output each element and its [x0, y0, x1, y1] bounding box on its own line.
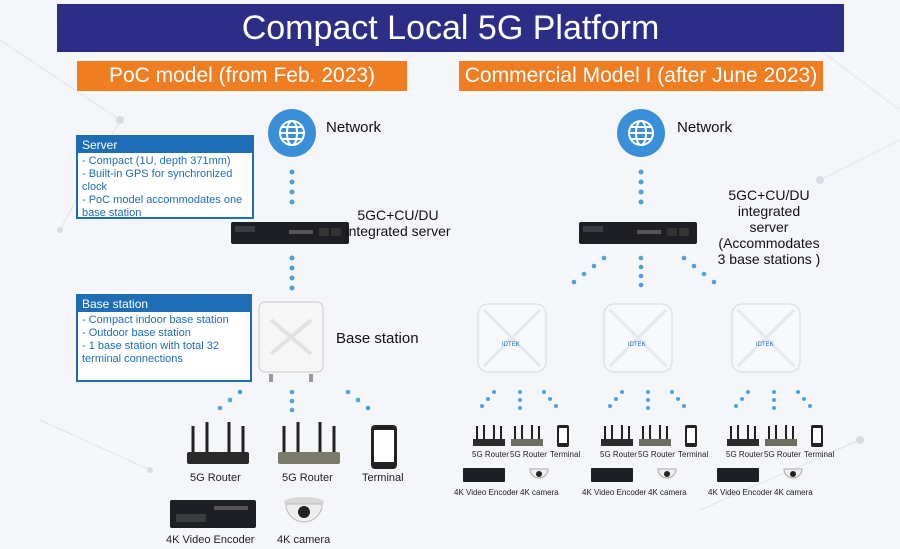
commercial-camera-label: 4K camera — [520, 488, 559, 497]
poc-server-icon — [231, 222, 349, 244]
commercial-video-encoder-icon — [591, 468, 633, 482]
commercial-router1-label: 5G Router — [726, 450, 763, 459]
commercial-5g-router-icon — [511, 425, 543, 446]
commercial-encoder-label: 4K Video Encoder — [582, 488, 647, 497]
bs-callout-line: - Outdoor base station — [82, 327, 191, 339]
commercial-server-label-line: integrated — [737, 203, 801, 219]
server-callout-line: - Built-in GPS for synchronized clock — [82, 168, 233, 193]
commercial-site-3: IDTEK — [728, 300, 804, 381]
commercial-5g-router-icon — [473, 425, 505, 446]
ap-brand-label: IDTEK — [756, 342, 774, 348]
commercial-camera-label: 4K camera — [648, 488, 687, 497]
poc-server-label: 5GC+CU/DU integrated server — [345, 207, 451, 239]
poc-link-server-bs — [289, 255, 295, 291]
commercial-router2-label: 5G Router — [764, 450, 801, 459]
commercial-network-label: Network — [677, 119, 733, 136]
commercial-ap-icon — [731, 303, 801, 373]
poc-camera-label: 4K camera — [277, 534, 331, 546]
bs-callout-header: Base station — [78, 296, 250, 312]
commercial-encoder-label: 4K Video Encoder — [454, 488, 519, 497]
commercial-5g-router-icon — [765, 425, 797, 446]
commercial-terminal-label: Terminal — [804, 450, 835, 459]
commercial-server-icon — [579, 222, 697, 244]
poc-base-station-icon — [258, 301, 324, 382]
commercial-5g-router-icon — [727, 425, 759, 446]
commercial-devices-2: 5G Router 5G Router Terminal 4K Video En… — [580, 386, 710, 546]
commercial-server-label-line: 3 base stations ) — [717, 251, 821, 267]
commercial-camera-label: 4K camera — [774, 488, 813, 497]
commercial-terminal-label: Terminal — [678, 450, 709, 459]
poc-encoder-label: 4K Video Encoder — [166, 534, 255, 546]
commercial-devices-1: 5G Router 5G Router Terminal 4K Video En… — [452, 386, 582, 546]
commercial-link-ap-devices — [734, 390, 812, 410]
commercial-server-label-line: server — [749, 219, 789, 235]
poc-model-tag: PoC model (from Feb. 2023) — [77, 61, 407, 91]
poc-router1-label: 5G Router — [190, 472, 241, 484]
commercial-link-ap-devices — [480, 390, 558, 410]
poc-terminal-label: Terminal — [362, 472, 404, 484]
commercial-server-label-line: 5GC+CU/DU — [728, 187, 810, 203]
poc-router2-label: 5G Router — [282, 472, 333, 484]
server-callout-line: - PoC model accommodates one base statio… — [82, 194, 243, 219]
poc-base-station-label: Base station — [336, 330, 419, 347]
bs-callout-line: - Compact indoor base station — [82, 314, 229, 326]
commercial-video-encoder-icon — [463, 468, 505, 482]
commercial-encoder-label: 4K Video Encoder — [708, 488, 773, 497]
commercial-terminal-label: Terminal — [550, 450, 581, 459]
commercial-terminal-icon — [557, 425, 569, 447]
commercial-server-label-line: (Accommodates — [718, 235, 820, 251]
commercial-camera-icon — [783, 468, 803, 479]
commercial-camera-icon — [529, 468, 549, 479]
ap-brand-label: IDTEK — [502, 342, 520, 348]
poc-5g-router-icon — [187, 422, 249, 464]
commercial-server-label: 5GC+CU/DU integrated server (Accommodate… — [706, 187, 832, 267]
poc-5g-router-icon — [278, 422, 340, 464]
commercial-5g-router-icon — [601, 425, 633, 446]
commercial-site-1: IDTEK — [474, 300, 550, 381]
commercial-camera-icon — [657, 468, 677, 479]
commercial-video-encoder-icon — [717, 468, 759, 482]
base-station-callout: Base station - Compact indoor base stati… — [76, 294, 252, 382]
poc-video-encoder-icon — [170, 500, 256, 528]
commercial-terminal-icon — [811, 425, 823, 447]
commercial-ap-icon — [477, 303, 547, 373]
commercial-site-2: IDTEK — [600, 300, 676, 381]
server-callout-header: Server — [78, 137, 252, 153]
ap-brand-label: IDTEK — [628, 342, 646, 348]
page-title: Compact Local 5G Platform — [57, 4, 844, 52]
commercial-router2-label: 5G Router — [510, 450, 547, 459]
commercial-devices-3: 5G Router 5G Router Terminal 4K Video En… — [706, 386, 836, 546]
poc-network-label: Network — [326, 119, 382, 136]
poc-terminal-icon — [371, 425, 397, 469]
commercial-router1-label: 5G Router — [472, 450, 509, 459]
commercial-router1-label: 5G Router — [600, 450, 637, 459]
server-callout-line: - Compact (1U, depth 371mm) — [82, 155, 231, 167]
commercial-link-ap-devices — [608, 390, 686, 410]
poc-camera-icon — [284, 497, 324, 523]
poc-link-network-server — [289, 169, 295, 205]
bs-callout-line: - 1 base station with total 32 terminal … — [82, 340, 219, 365]
poc-network-globe-icon — [268, 109, 316, 157]
commercial-terminal-icon — [685, 425, 697, 447]
commercial-router2-label: 5G Router — [638, 450, 675, 459]
commercial-model-tag: Commercial Model I (after June 2023) — [459, 61, 823, 91]
commercial-link-network-server — [638, 169, 644, 205]
commercial-5g-router-icon — [639, 425, 671, 446]
commercial-link-server-aps — [571, 255, 717, 288]
commercial-ap-icon — [603, 303, 673, 373]
server-callout: Server - Compact (1U, depth 371mm) - Bui… — [76, 135, 254, 219]
poc-link-bs-devices — [217, 389, 371, 413]
commercial-network-globe-icon — [617, 109, 665, 157]
